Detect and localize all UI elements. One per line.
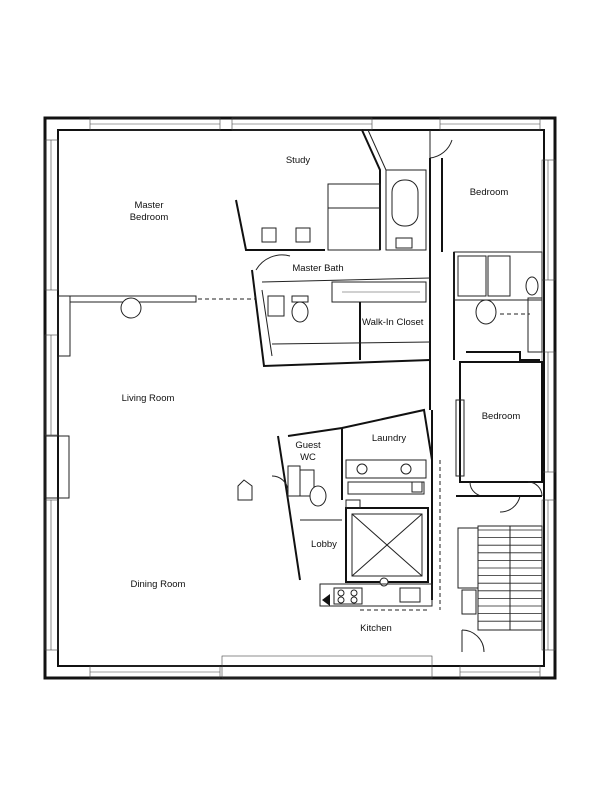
windows-left: [44, 139, 71, 651]
room-label-guest-wc-line1: Guest: [295, 440, 321, 451]
room-label-bedroom-mid: Bedroom: [481, 411, 521, 422]
right-bath: [453, 251, 543, 361]
study-walls: [235, 129, 453, 251]
staircase: [457, 495, 543, 653]
room-label-lobby: Lobby: [311, 539, 337, 550]
room-label-living-room: Living Room: [121, 393, 175, 404]
master-bath-walls: [251, 254, 431, 368]
room-label-laundry: Laundry: [371, 433, 407, 444]
kitchen-counter: [319, 583, 433, 607]
room-label-master-bedroom-line2: Bedroom: [129, 212, 169, 223]
windows-top: [89, 117, 541, 131]
bedroom-mid-walls: [455, 361, 543, 497]
laundry-walls: [341, 408, 433, 500]
living-partition: [69, 295, 255, 319]
corridor-walls: [429, 158, 455, 610]
guest-wc-walls: [271, 427, 343, 581]
room-label-kitchen: Kitchen: [360, 623, 392, 634]
room-label-study: Study: [285, 155, 311, 166]
room-label-guest-wc-line2: WC: [300, 452, 316, 463]
column-living: [237, 479, 253, 501]
room-label-master-bedroom-line1: Master: [134, 200, 164, 211]
room-label-master-bath: Master Bath: [292, 263, 344, 274]
elevator-core: [345, 499, 429, 587]
room-label-bedroom-top: Bedroom: [469, 187, 509, 198]
windows-bottom: [89, 655, 541, 679]
room-label-walk-in-closet: Walk-In Closet: [362, 317, 424, 328]
room-label-dining-room: Dining Room: [130, 579, 186, 590]
